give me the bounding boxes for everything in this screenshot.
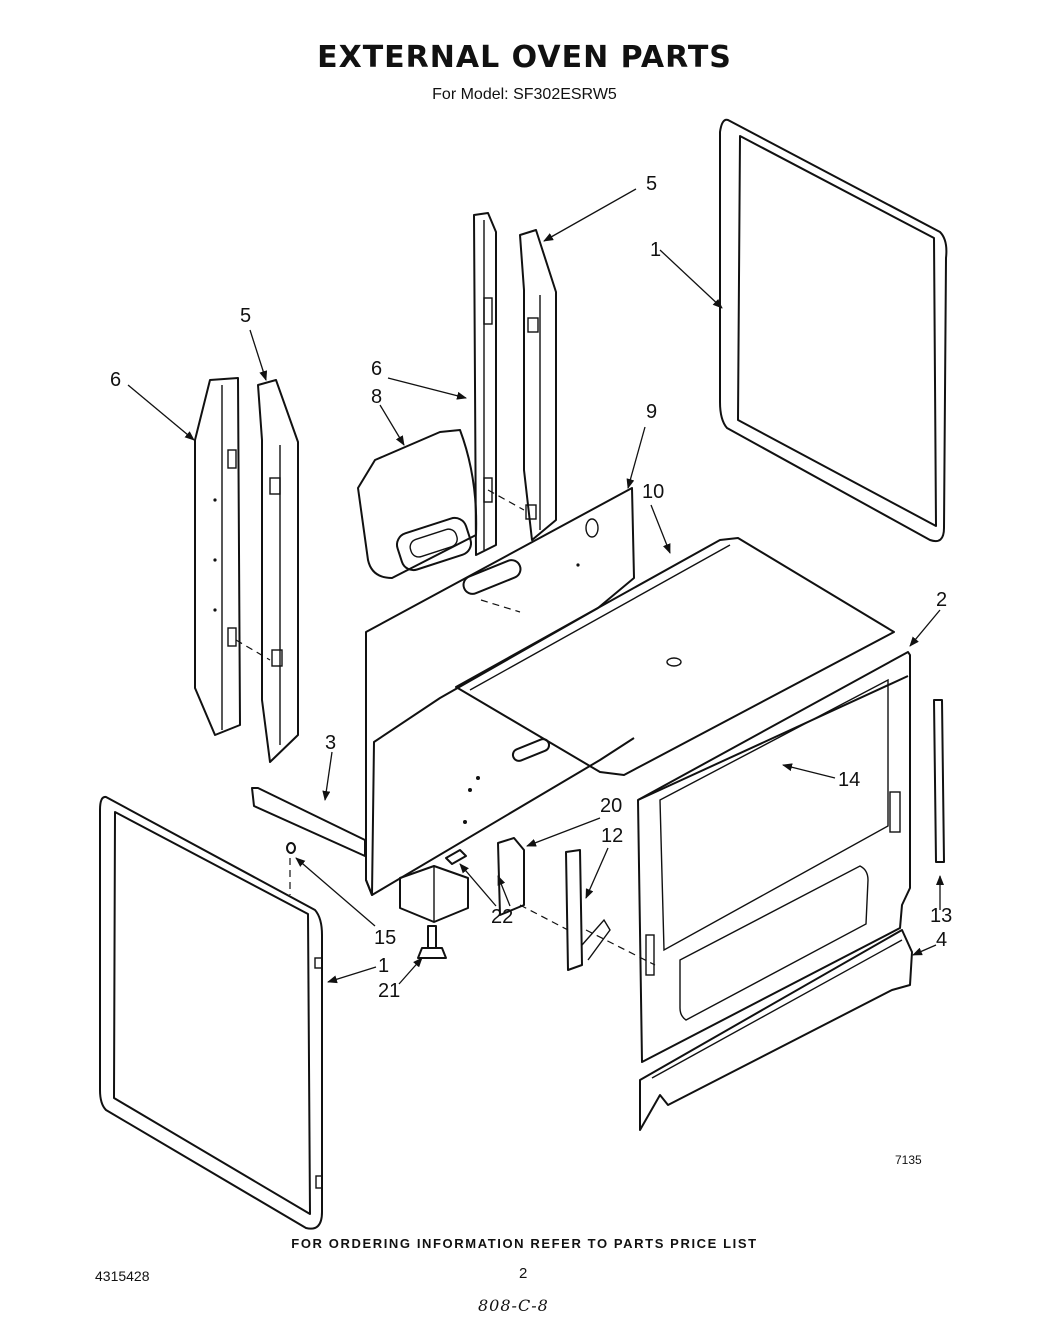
clip-22 xyxy=(445,849,467,865)
leveling-leg-21 xyxy=(417,925,447,959)
model-subtitle: For Model: SF302ESRW5 xyxy=(432,86,617,103)
document-number: 4315428 xyxy=(95,1268,150,1284)
vent-duct xyxy=(357,429,478,579)
small-bracket-20 xyxy=(497,837,525,916)
hinge-bracket-12 xyxy=(565,849,611,971)
callout-labels: 1 5 5 6 6 8 9 10 2 3 14 20 12 22 13 4 15… xyxy=(110,173,952,1002)
handwritten-note: 808-C-8 xyxy=(478,1296,549,1315)
callout-13: 13 xyxy=(930,905,952,927)
side-channel-right xyxy=(519,229,557,541)
side-rail-left xyxy=(194,377,241,736)
callout-5-left: 5 xyxy=(240,305,251,327)
callout-3: 3 xyxy=(325,732,336,754)
callout-2: 2 xyxy=(936,589,947,611)
vertical-trim-strip xyxy=(933,699,945,863)
callout-22: 22 xyxy=(491,906,513,928)
callout-9: 9 xyxy=(646,401,657,423)
ordering-note: FOR ORDERING INFORMATION REFER TO PARTS … xyxy=(291,1236,758,1251)
oven-top-sheet xyxy=(455,537,895,776)
callout-20: 20 xyxy=(600,795,622,817)
page-title: EXTERNAL OVEN PARTS xyxy=(317,40,732,75)
callout-14: 14 xyxy=(838,769,860,791)
page-number: 2 xyxy=(519,1265,528,1282)
callout-4: 4 xyxy=(936,929,947,951)
leader-lines xyxy=(127,188,944,985)
side-panel-bottom-left xyxy=(99,795,323,1230)
callout-1-top: 1 xyxy=(650,239,661,261)
front-frame xyxy=(637,651,911,1063)
bottom-bracket xyxy=(251,787,469,923)
drawing-code: 7135 xyxy=(895,1153,922,1167)
callout-15: 15 xyxy=(374,927,396,949)
side-channel-left xyxy=(257,379,299,763)
assembly-lines xyxy=(235,489,656,966)
callout-10: 10 xyxy=(642,481,664,503)
callout-6-left: 6 xyxy=(110,369,121,391)
lower-trim-strip xyxy=(639,929,913,1131)
screw-15 xyxy=(286,842,296,854)
callout-8: 8 xyxy=(371,386,382,408)
callout-21: 21 xyxy=(378,980,400,1002)
back-panel xyxy=(365,487,635,896)
callout-6-mid: 6 xyxy=(371,358,382,380)
callout-1-bottom: 1 xyxy=(378,955,389,977)
callout-12: 12 xyxy=(601,825,623,847)
callout-5-right: 5 xyxy=(646,173,657,195)
side-panel-top-right xyxy=(719,118,948,543)
side-rail-mid xyxy=(473,212,497,556)
